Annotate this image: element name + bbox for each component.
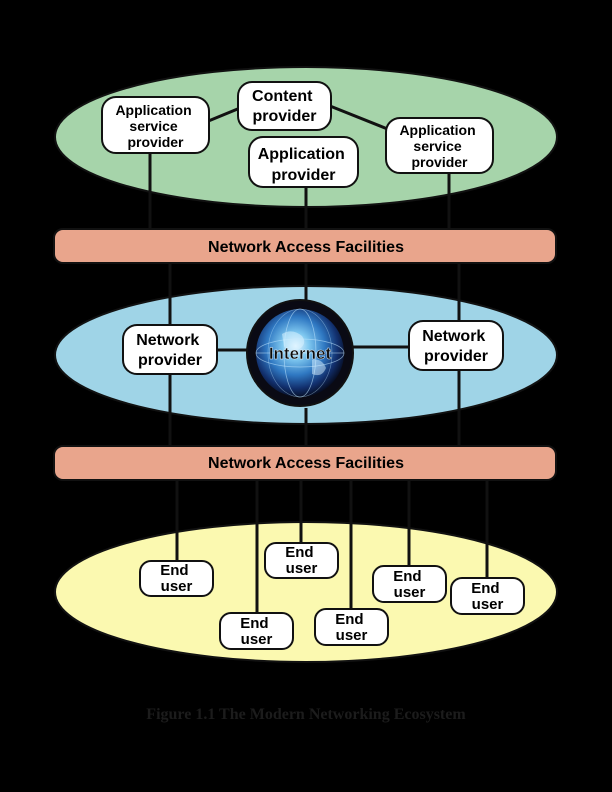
network-provider-node: Network provider xyxy=(408,320,504,371)
end-user-node: End user xyxy=(219,612,294,650)
svg-text:Application service: Application service provider xyxy=(115,102,195,150)
application-provider-node: Application provider xyxy=(248,136,359,188)
globe-icon xyxy=(255,308,345,398)
svg-text:End user: End user xyxy=(393,568,426,601)
access-band-label: Network Access Facilities xyxy=(208,455,404,472)
end-user-node: End user xyxy=(450,577,525,615)
end-user-node: End user xyxy=(139,560,214,597)
internet-node: Internet xyxy=(246,299,354,407)
content-provider-node: Content provider xyxy=(237,81,332,131)
application-service-provider-node: Application service provider xyxy=(385,117,494,174)
svg-text:Network provider: Network provider xyxy=(422,328,490,365)
user-zone xyxy=(54,521,558,663)
figure-caption: Figure 1.1 The Modern Networking Ecosyst… xyxy=(146,706,466,723)
svg-text:End user: End user xyxy=(471,580,504,613)
svg-text:Network provider: Network provider xyxy=(136,332,204,369)
end-user-node: End user xyxy=(314,608,389,646)
svg-text:Application service: Application service provider xyxy=(399,122,479,170)
svg-text:End user: End user xyxy=(160,562,193,595)
svg-text:Application provider: Application provider xyxy=(258,146,350,184)
svg-text:End user: End user xyxy=(335,611,368,644)
access-band-bottom: Network Access Facilities xyxy=(53,445,557,481)
internet-label: Internet xyxy=(269,344,332,363)
end-user-node: End user xyxy=(264,542,339,579)
access-band-top: Network Access Facilities xyxy=(53,228,557,264)
svg-text:End user: End user xyxy=(285,544,318,577)
access-band-label: Network Access Facilities xyxy=(208,239,404,256)
svg-text:Content provider: Content provider xyxy=(252,88,317,125)
svg-text:End user: End user xyxy=(240,615,273,648)
application-service-provider-node: Application service provider xyxy=(101,96,210,154)
network-provider-node: Network provider xyxy=(122,324,218,375)
end-user-node: End user xyxy=(372,565,447,603)
